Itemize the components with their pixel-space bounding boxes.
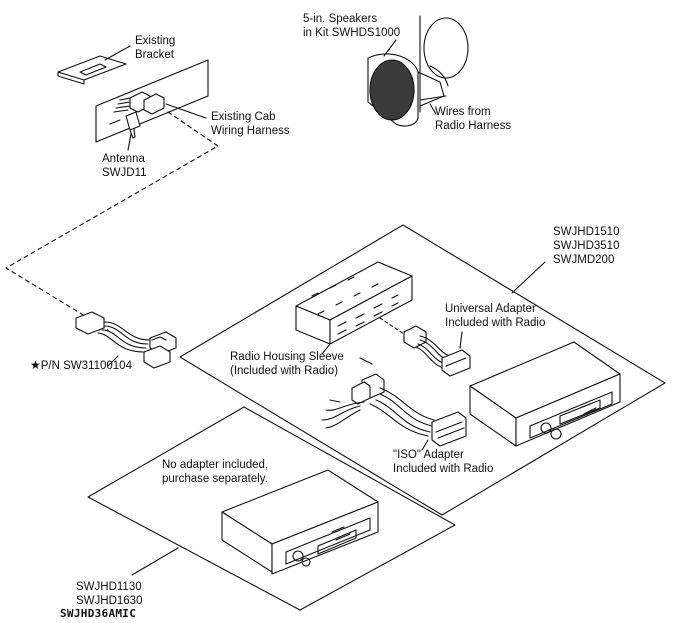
sleeve-leader-2 xyxy=(359,357,373,365)
part-number-text: P/N SW31100104 xyxy=(40,360,132,372)
sleeve-leader xyxy=(321,343,331,355)
bracket-label: Existing Bracket xyxy=(135,34,175,62)
universal-label-line-2: Included with Radio xyxy=(445,317,546,329)
upper-radio-plane xyxy=(179,224,666,516)
dashed-connection xyxy=(5,111,219,331)
speaker-leader xyxy=(383,39,397,57)
speaker-label-line-1: 5-in. Speakers xyxy=(303,13,378,25)
iso-label-line-1: "ISO" Adapter xyxy=(393,449,464,461)
universal-leader xyxy=(459,331,463,349)
sleeve-label-line-1: Radio Housing Sleeve xyxy=(230,351,344,363)
antenna-label-line-1: Antenna xyxy=(102,153,145,165)
iso-label-line-2: Included with Radio xyxy=(393,463,494,475)
wires-label-line-2: Radio Harness xyxy=(435,120,512,132)
speaker-label-line-2: in Kit SWHDS1000 xyxy=(303,27,401,39)
universal-label-line-1: Universal Adapter xyxy=(445,303,536,315)
model-top-3: SWJMD200 xyxy=(553,254,615,266)
no-adapter-label: No adapter included, purchase separately… xyxy=(162,458,268,486)
bracket-label-line-1: Existing xyxy=(135,35,176,47)
bracket-leader xyxy=(104,45,131,61)
part-number-label: ★P/N SW31100104 xyxy=(30,358,132,373)
speaker xyxy=(367,53,447,127)
radio-unit-upper xyxy=(469,341,621,447)
no-adapter-line-2: purchase separately. xyxy=(162,473,268,485)
iso-adapter xyxy=(321,373,467,447)
speaker-kit-label: 5-in. Speakers in Kit SWHDS1000 xyxy=(303,12,400,40)
antenna-label-line-2: SWJD11 xyxy=(102,167,147,179)
cab-harness-label: Existing Cab Wiring Harness xyxy=(211,110,290,138)
existing-harness-connector xyxy=(113,91,165,115)
part-star-icon: ★ xyxy=(30,358,41,372)
lower-radio-plane xyxy=(87,406,456,611)
models-bottom-label: SWJHD1130 SWJHD1630 xyxy=(76,580,142,608)
universal-adapter xyxy=(403,325,471,377)
universal-dashed xyxy=(379,317,405,335)
bracket-label-line-2: Bracket xyxy=(135,49,174,61)
universal-adapter-label: Universal Adapter Included with Radio xyxy=(445,302,545,330)
radio-unit-lower xyxy=(221,469,379,575)
model-bottom-2: SWJHD1630 xyxy=(76,595,143,607)
adapter-cable xyxy=(75,311,177,369)
existing-bracket xyxy=(57,55,127,85)
diagram-code: SWJHD36AMIC xyxy=(60,607,137,620)
models-top-label: SWJHD1510 SWJHD3510 SWJMD200 xyxy=(553,225,619,267)
sleeve-label-line-2: (Included with Radio) xyxy=(230,365,339,377)
model-top-2: SWJHD3510 xyxy=(553,240,620,252)
antenna-leader xyxy=(127,133,132,151)
cab-harness-line-1: Existing Cab xyxy=(211,111,276,123)
model-bottom-1: SWJHD1130 xyxy=(76,581,142,593)
housing-sleeve-label: Radio Housing Sleeve (Included with Radi… xyxy=(230,350,344,378)
no-adapter-line-1: No adapter included, xyxy=(162,459,269,471)
models-top-leader xyxy=(511,261,546,294)
antenna-label: Antenna SWJD11 xyxy=(102,152,147,180)
harness-leader xyxy=(165,103,207,119)
models-bottom-leader xyxy=(131,547,179,576)
wires-leader xyxy=(429,103,437,115)
wires-from-radio-label: Wires from Radio Harness xyxy=(435,105,511,133)
cab-harness-line-2: Wiring Harness xyxy=(211,125,290,137)
wires-label-line-1: Wires from xyxy=(435,106,491,118)
model-top-1: SWJHD1510 xyxy=(553,226,620,238)
iso-leader xyxy=(421,439,429,451)
radio-housing-sleeve xyxy=(295,261,413,345)
speaker-housing xyxy=(419,15,469,113)
iso-adapter-label: "ISO" Adapter Included with Radio xyxy=(393,448,493,476)
part-leader xyxy=(107,355,119,367)
